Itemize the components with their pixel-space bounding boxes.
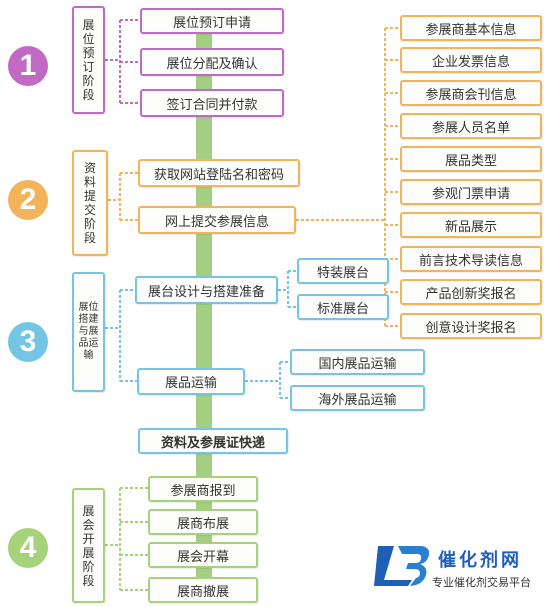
stage2-number-icon: 2 (8, 180, 48, 220)
transport-type-item: 海外展品运输 (290, 385, 425, 411)
stage3-title: 展位搭建与展品运输 (72, 272, 105, 392)
stage2-title: 资料提交阶段 (72, 150, 108, 256)
booth-design-item: 展台设计与搭建准备 (135, 276, 278, 304)
submission-item: 产品创新奖报名 (400, 279, 542, 305)
submission-item: 参观门票申请 (400, 179, 542, 205)
stage1-connectors (105, 19, 140, 104)
submission-item: 展品类型 (400, 146, 542, 172)
booth-type-item: 特装展台 (297, 258, 389, 284)
stage1-item: 签订合同并付款 (140, 89, 284, 117)
stage1-number-icon: 1 (8, 46, 48, 86)
courier-item: 资料及参展证快递 (138, 428, 288, 454)
stage1-item: 展位分配及确认 (140, 48, 284, 76)
submission-item: 创意设计奖报名 (400, 313, 542, 339)
transport-item: 展品运输 (137, 368, 245, 395)
submission-item: 新品展示 (400, 212, 542, 238)
submission-item: 参展商基本信息 (400, 15, 542, 41)
stage4-connectors (105, 487, 148, 591)
stage2-item: 网上提交参展信息 (138, 206, 296, 234)
stage1-title: 展位预订阶段 (72, 6, 105, 114)
stage4-item: 展会开幕 (148, 542, 258, 568)
stage4-item: 展商布展 (148, 509, 258, 535)
submission-connectors (385, 27, 400, 327)
booth-connectors (278, 270, 297, 308)
transport-connectors (245, 361, 290, 399)
submission-item: 企业发票信息 (400, 47, 542, 73)
submission-item: 参展商会刊信息 (400, 80, 542, 106)
logo-title: 催化剂网 (438, 550, 522, 571)
logo-subtitle: 专业催化剂交易平台 (432, 576, 531, 589)
stage1-item: 展位预订申请 (140, 8, 284, 34)
submission-item: 前言技术导读信息 (400, 246, 542, 272)
stage3-connectors (105, 289, 137, 382)
logo-icon (374, 546, 430, 586)
stage4-item: 参展商报到 (148, 476, 258, 502)
stage2-connectors (108, 172, 138, 221)
booth-type-item: 标准展台 (297, 294, 389, 320)
stage4-item: 展商撤展 (148, 577, 258, 603)
stage2-item: 获取网站登陆名和密码 (138, 159, 300, 187)
stage3-number-icon: 3 (8, 322, 48, 362)
transport-type-item: 国内展品运输 (290, 349, 425, 375)
stage4-title: 展会开展阶段 (72, 488, 105, 603)
stage4-number-icon: 4 (8, 528, 48, 568)
submission-item: 参展人员名单 (400, 113, 542, 139)
